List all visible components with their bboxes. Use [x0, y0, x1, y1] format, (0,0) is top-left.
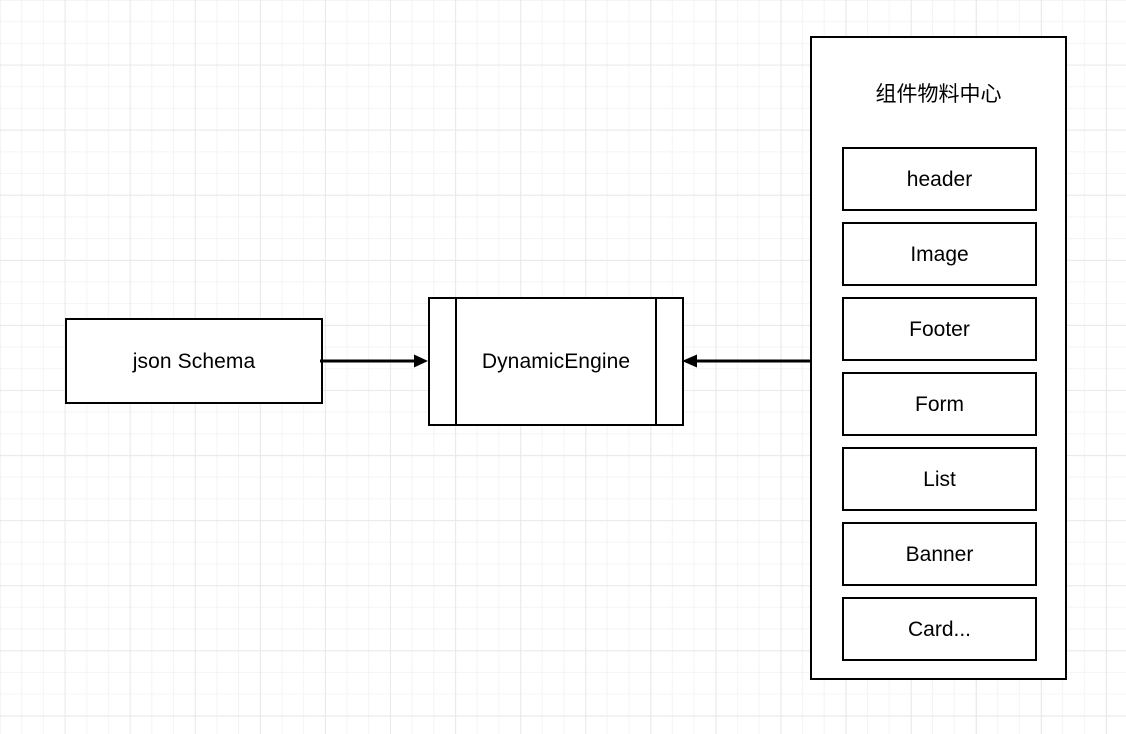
- material-item-label: Footer: [909, 317, 970, 341]
- material-center-title: 组件物料中心: [875, 83, 1002, 106]
- edge-material-center-to-dynamic-engine[interactable]: [678, 340, 814, 382]
- material-item-label: header: [906, 167, 973, 191]
- arrowhead-left-icon: [682, 354, 697, 368]
- material-item-footer[interactable]: Footer: [842, 297, 1037, 361]
- material-item-label: Banner: [905, 542, 974, 566]
- material-item-image[interactable]: Image: [842, 222, 1037, 286]
- material-item-header[interactable]: header: [842, 147, 1037, 211]
- node-dynamic-engine-label: DynamicEngine: [481, 350, 631, 373]
- node-json-schema[interactable]: json Schema: [65, 318, 323, 404]
- node-json-schema-label: json Schema: [132, 349, 256, 373]
- material-item-card[interactable]: Card...: [842, 597, 1037, 661]
- material-center-item-list: header Image Footer Form List Banner Car…: [842, 147, 1037, 661]
- node-dynamic-engine[interactable]: DynamicEngine: [428, 297, 684, 426]
- material-item-form[interactable]: Form: [842, 372, 1037, 436]
- material-item-label: Form: [915, 392, 964, 416]
- material-item-banner[interactable]: Banner: [842, 522, 1037, 586]
- process-right-rule: [655, 297, 657, 426]
- arrowhead-right-icon: [414, 354, 428, 368]
- material-item-list[interactable]: List: [842, 447, 1037, 511]
- material-item-label: Image: [910, 242, 969, 266]
- node-material-center[interactable]: 组件物料中心 header Image Footer Form List Ban…: [810, 36, 1067, 680]
- process-left-rule: [455, 297, 457, 426]
- material-item-label: Card...: [907, 617, 972, 641]
- material-item-label: List: [923, 467, 956, 491]
- edge-json-schema-to-dynamic-engine[interactable]: [320, 340, 434, 382]
